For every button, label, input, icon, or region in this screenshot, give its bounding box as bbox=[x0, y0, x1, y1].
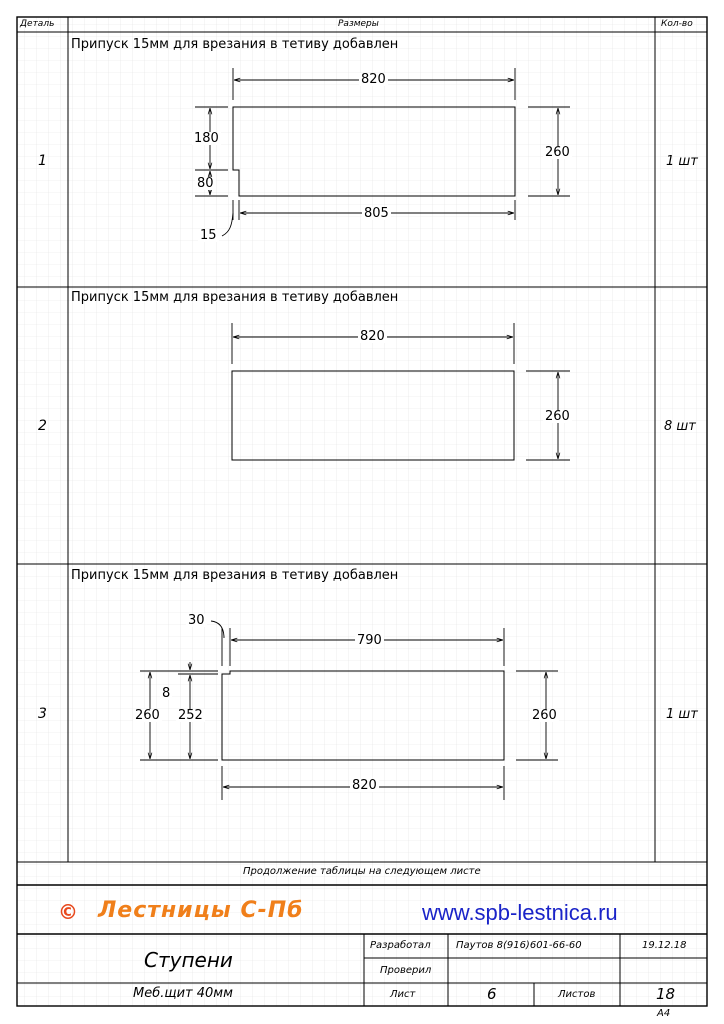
row-3-qty: 1 шт bbox=[666, 707, 698, 722]
row-3-dim-252: 252 bbox=[176, 708, 205, 723]
row-3-dim-top: 790 bbox=[355, 633, 384, 648]
row-3-dim-8: 8 bbox=[160, 686, 173, 701]
title-block-date: 19.12.18 bbox=[642, 940, 687, 951]
title-block-material: Меб.щит 40мм bbox=[133, 986, 233, 1001]
row-1-number: 1 bbox=[38, 153, 47, 169]
title-block-checked-label: Проверил bbox=[380, 965, 432, 976]
row-1-dim-15: 15 bbox=[198, 228, 219, 243]
row-2-qty: 8 шт bbox=[664, 419, 696, 434]
title-block-sheets-total: 18 bbox=[656, 985, 676, 1003]
row-3-dim-30: 30 bbox=[186, 613, 207, 628]
row-2-dim-top: 820 bbox=[358, 329, 387, 344]
brand-name: Лестницы С-Пб bbox=[98, 898, 304, 923]
row-3-dim-left260: 260 bbox=[133, 708, 162, 723]
row-1-dim-right: 260 bbox=[543, 145, 572, 160]
row-1-note: Припуск 15мм для врезания в тетиву добав… bbox=[71, 37, 399, 52]
title-block-sheets-label: Листов bbox=[558, 989, 596, 1000]
brand-url[interactable]: www.spb-lestnica.ru bbox=[422, 900, 618, 925]
title-block-title: Ступени bbox=[144, 948, 233, 972]
row-3-note: Припуск 15мм для врезания в тетиву добав… bbox=[71, 568, 399, 583]
row-3-number: 3 bbox=[38, 706, 47, 722]
row-1-dim-180: 180 bbox=[192, 131, 221, 146]
continuation-note: Продолжение таблицы на следующем листе bbox=[243, 866, 481, 877]
row-3-dim-right: 260 bbox=[530, 708, 559, 723]
row-1-qty: 1 шт bbox=[666, 154, 698, 169]
row-1-dim-top: 820 bbox=[359, 72, 388, 87]
header-sizes: Размеры bbox=[338, 19, 379, 29]
row-3-dim-bottom: 820 bbox=[350, 778, 379, 793]
title-block-format: А4 bbox=[657, 1008, 671, 1019]
row-1-dim-80: 80 bbox=[195, 176, 216, 191]
grid-background bbox=[17, 17, 707, 1007]
title-block-developer: Паутов 8(916)601-66-60 bbox=[456, 940, 582, 951]
row-2-number: 2 bbox=[38, 418, 47, 434]
copyright-symbol: © bbox=[58, 900, 78, 924]
row-2-dim-right: 260 bbox=[543, 409, 572, 424]
row-2-note: Припуск 15мм для врезания в тетиву добав… bbox=[71, 290, 399, 305]
header-detail: Деталь bbox=[20, 19, 55, 29]
title-block-sheet-label: Лист bbox=[390, 989, 416, 1000]
row-1-dim-bottom: 805 bbox=[362, 206, 391, 221]
header-qty: Кол-во bbox=[661, 19, 693, 29]
outer-frame bbox=[16, 16, 708, 1007]
title-block-sheet-num: 6 bbox=[487, 985, 497, 1003]
title-block-developed-label: Разработал bbox=[370, 940, 431, 951]
